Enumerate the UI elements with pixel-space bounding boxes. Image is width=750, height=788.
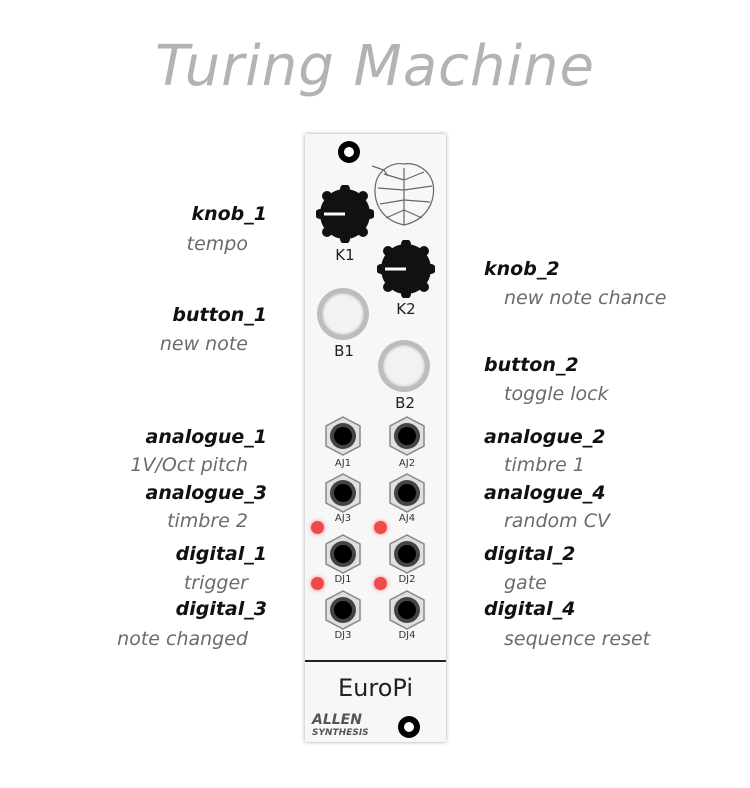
mounting-screw-top [338, 141, 360, 163]
desc-digital-3: note changed [117, 628, 248, 650]
label-knob-1: knob_1 [191, 203, 267, 225]
label-analogue-1: analogue_1 [145, 426, 267, 448]
jack-dj1[interactable] [323, 534, 363, 574]
label-button-1: button_1 [172, 304, 267, 326]
desc-knob-1: tempo [186, 233, 248, 255]
jack-dj3[interactable] [323, 590, 363, 630]
mounting-screw-bottom [398, 716, 420, 738]
label-digital-1: digital_1 [175, 543, 267, 565]
page-title: Turing Machine [155, 34, 595, 99]
jack-dj2[interactable] [387, 534, 427, 574]
knob-1[interactable] [316, 185, 374, 243]
button-2-label: B2 [395, 394, 415, 412]
brand-name: EuroPi [337, 674, 413, 702]
jack-aj2[interactable] [387, 416, 427, 456]
label-digital-2: digital_2 [484, 543, 576, 565]
label-knob-2: knob_2 [484, 258, 560, 280]
jack-aj2-label: AJ2 [398, 458, 416, 469]
knob-1-label: K1 [335, 246, 355, 264]
jack-aj1-label: AJ1 [334, 458, 352, 469]
label-digital-4: digital_4 [484, 598, 576, 620]
desc-button-2: toggle lock [504, 383, 609, 405]
jack-aj4-label: AJ4 [398, 513, 416, 524]
led-dj2 [374, 521, 387, 534]
desc-analogue-4: random CV [504, 510, 610, 532]
leaf-logo-icon [371, 163, 435, 226]
jack-dj4[interactable] [387, 590, 427, 630]
desc-digital-4: sequence reset [504, 628, 651, 650]
button-1[interactable] [317, 288, 369, 340]
label-analogue-3: analogue_3 [145, 482, 267, 504]
jack-dj3-label: DJ3 [334, 630, 352, 641]
button-2[interactable] [378, 340, 430, 392]
jack-aj4[interactable] [387, 473, 427, 513]
label-button-2: button_2 [484, 354, 579, 376]
label-analogue-2: analogue_2 [484, 426, 606, 448]
knob-2[interactable] [377, 240, 435, 298]
desc-analogue-2: timbre 1 [504, 454, 585, 476]
desc-button-1: new note [159, 333, 248, 355]
label-analogue-4: analogue_4 [484, 482, 606, 504]
led-dj3 [311, 577, 324, 590]
led-dj1 [311, 521, 324, 534]
panel-divider [305, 660, 446, 662]
knob-2-label: K2 [396, 300, 416, 318]
maker-logo: ALLEN SYNTHESIS [312, 712, 369, 740]
jack-dj4-label: DJ4 [398, 630, 416, 641]
label-digital-3: digital_3 [175, 598, 267, 620]
desc-knob-2: new note chance [504, 287, 667, 309]
desc-digital-1: trigger [183, 572, 248, 594]
jack-aj1[interactable] [323, 416, 363, 456]
jack-dj2-label: DJ2 [398, 574, 416, 585]
maker-line-1: ALLEN [312, 712, 362, 728]
desc-digital-2: gate [504, 572, 547, 594]
desc-analogue-3: timbre 2 [167, 510, 248, 532]
desc-analogue-1: 1V/Oct pitch [130, 454, 248, 476]
button-1-label: B1 [334, 342, 354, 360]
jack-aj3-label: AJ3 [334, 513, 352, 524]
maker-line-2: SYNTHESIS [312, 728, 369, 738]
jack-aj3[interactable] [323, 473, 363, 513]
led-dj4 [374, 577, 387, 590]
jack-dj1-label: DJ1 [334, 574, 352, 585]
